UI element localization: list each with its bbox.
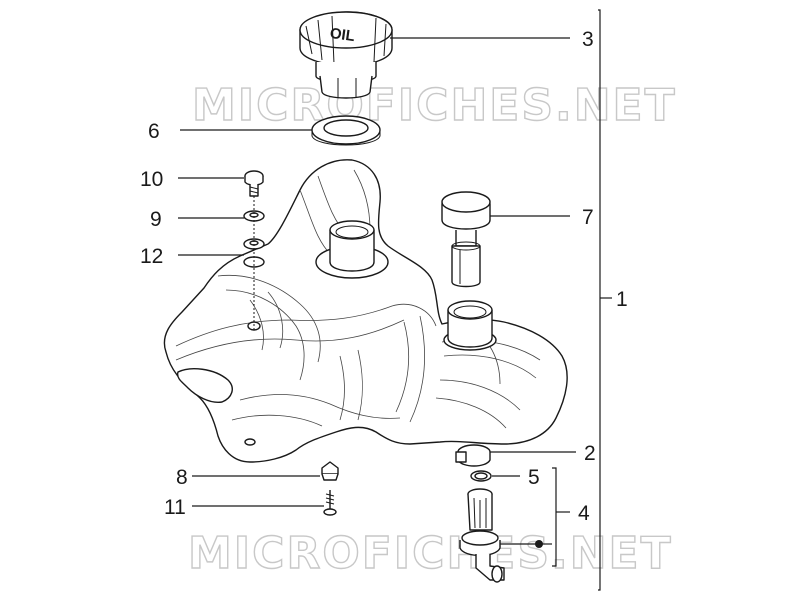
callout-4: 4 bbox=[578, 502, 590, 525]
filler-seal-ring[interactable] bbox=[311, 115, 381, 146]
bracket-part-1 bbox=[598, 9, 612, 591]
callout-7: 7 bbox=[582, 206, 594, 229]
leader-lines bbox=[178, 37, 576, 548]
callout-6: 6 bbox=[148, 120, 160, 143]
filter-outlet[interactable] bbox=[459, 488, 505, 583]
cap-label: OIL bbox=[329, 25, 356, 45]
oil-tank[interactable] bbox=[163, 159, 568, 463]
watermark-top: MICROFICHES.NET bbox=[192, 80, 677, 131]
callout-12: 12 bbox=[140, 245, 163, 268]
callout-9: 9 bbox=[150, 208, 162, 231]
callout-1: 1 bbox=[616, 288, 628, 311]
bolt[interactable] bbox=[244, 170, 264, 197]
clip[interactable] bbox=[321, 461, 339, 481]
o-ring[interactable] bbox=[470, 470, 492, 482]
hose-clip[interactable] bbox=[455, 444, 491, 467]
callout-3: 3 bbox=[582, 28, 594, 51]
watermark-bottom: MICROFICHES.NET bbox=[188, 528, 673, 579]
callout-2: 2 bbox=[584, 442, 596, 465]
callout-5: 5 bbox=[528, 466, 540, 489]
dipstick[interactable] bbox=[441, 191, 491, 288]
callout-11: 11 bbox=[164, 496, 186, 519]
screw[interactable] bbox=[323, 490, 337, 516]
callout-8: 8 bbox=[176, 466, 188, 489]
bracket-part-4 bbox=[552, 467, 570, 567]
callout-10: 10 bbox=[140, 168, 163, 191]
oil-filler-cap[interactable]: OIL bbox=[299, 11, 393, 99]
